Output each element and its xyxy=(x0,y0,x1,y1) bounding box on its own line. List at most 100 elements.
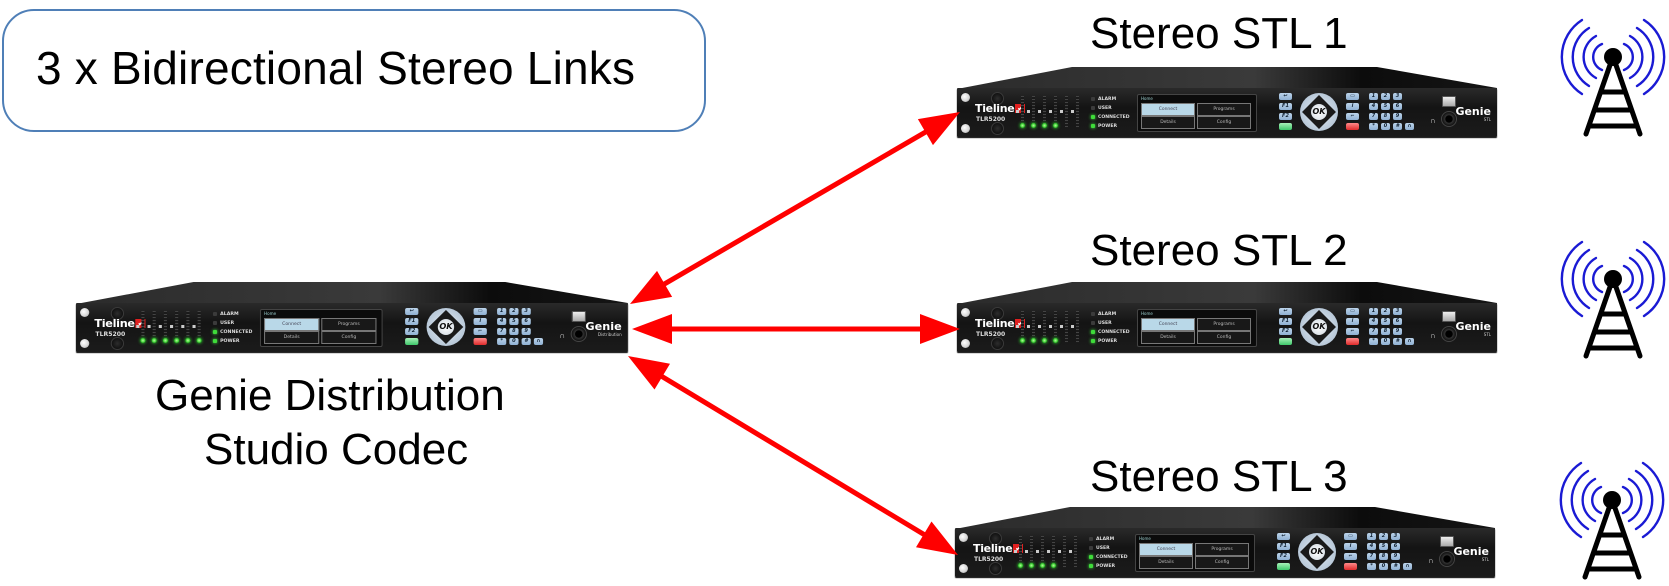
keypad-key-2[interactable]: 2 xyxy=(1379,533,1388,540)
keypad-key-8[interactable]: 8 xyxy=(1379,553,1388,560)
keypad-key-9[interactable]: 9 xyxy=(1393,113,1402,120)
call-key[interactable] xyxy=(1277,563,1290,570)
keypad-key-2[interactable]: 2 xyxy=(1381,93,1390,100)
keypad-key-5[interactable]: 5 xyxy=(509,318,519,325)
function-key-f1[interactable]: F1 xyxy=(1277,543,1290,550)
keypad-key-8[interactable]: 8 xyxy=(509,328,519,335)
keypad-key-0[interactable]: 0 xyxy=(509,338,519,345)
hangup-key[interactable] xyxy=(473,338,487,345)
call-key[interactable] xyxy=(1279,338,1292,345)
keypad-key-0[interactable]: 0 xyxy=(1381,338,1390,345)
knob[interactable] xyxy=(110,337,125,350)
info-key[interactable]: i xyxy=(473,318,487,325)
screen-button-details[interactable]: Details xyxy=(1139,556,1193,569)
info-key[interactable]: i xyxy=(1346,318,1359,325)
keypad-key-star[interactable]: * xyxy=(1369,338,1378,345)
knob[interactable] xyxy=(989,532,1002,545)
knob[interactable] xyxy=(991,337,1004,350)
info-key[interactable]: i xyxy=(1346,103,1359,110)
screen-button-connect[interactable]: Connect xyxy=(1139,543,1193,556)
knob[interactable] xyxy=(991,92,1004,105)
navigation-dpad[interactable]: OK xyxy=(426,308,466,346)
keypad-key-1[interactable]: 1 xyxy=(1367,533,1376,540)
keypad-key-7[interactable]: 7 xyxy=(1369,328,1378,335)
tools-key[interactable]: ⌐ xyxy=(1346,113,1359,120)
camera-key[interactable]: ▭ xyxy=(1346,93,1359,100)
camera-key[interactable]: ▭ xyxy=(1344,533,1357,540)
keypad-key-8[interactable]: 8 xyxy=(1381,113,1390,120)
keypad-key-9[interactable]: 9 xyxy=(521,328,531,335)
headphone-key[interactable]: ∩ xyxy=(1405,338,1414,345)
hangup-key[interactable] xyxy=(1344,563,1357,570)
function-key-f2[interactable]: F2 xyxy=(1277,553,1290,560)
ok-button[interactable]: OK xyxy=(437,319,455,335)
navigation-dpad[interactable]: OK xyxy=(1300,93,1338,131)
keypad-key-7[interactable]: 7 xyxy=(497,328,507,335)
keypad-key-1[interactable]: 1 xyxy=(497,308,507,315)
keypad-key-6[interactable]: 6 xyxy=(1393,318,1402,325)
keypad-key-hash[interactable]: # xyxy=(521,338,531,345)
hangup-key[interactable] xyxy=(1346,123,1359,130)
tools-key[interactable]: ⌐ xyxy=(473,328,487,335)
headphone-key[interactable]: ∩ xyxy=(1403,563,1412,570)
function-key-f2[interactable]: F2 xyxy=(1279,113,1292,120)
ok-button[interactable]: OK xyxy=(1311,104,1327,120)
keypad-key-4[interactable]: 4 xyxy=(1369,103,1378,110)
knob[interactable] xyxy=(991,307,1004,320)
headphone-key[interactable]: ∩ xyxy=(1405,123,1414,130)
keypad-key-5[interactable]: 5 xyxy=(1381,318,1390,325)
keypad-key-3[interactable]: 3 xyxy=(1391,533,1400,540)
function-key-f2[interactable]: F2 xyxy=(405,328,419,335)
keypad-key-9[interactable]: 9 xyxy=(1391,553,1400,560)
keypad-key-2[interactable]: 2 xyxy=(509,308,519,315)
info-key[interactable]: i xyxy=(1344,543,1357,550)
function-key-f1[interactable]: F1 xyxy=(1279,103,1292,110)
keypad-key-0[interactable]: 0 xyxy=(1379,563,1388,570)
hangup-key[interactable] xyxy=(1346,338,1359,345)
function-key-f2[interactable]: F2 xyxy=(1279,328,1292,335)
keypad-key-2[interactable]: 2 xyxy=(1381,308,1390,315)
screen-button-config[interactable]: Config xyxy=(1197,116,1251,129)
screen-button-config[interactable]: Config xyxy=(1195,556,1249,569)
keypad-key-hash[interactable]: # xyxy=(1393,123,1402,130)
screen-button-connect[interactable]: Connect xyxy=(264,318,320,331)
keypad-key-star[interactable]: * xyxy=(1369,123,1378,130)
screen-button-connect[interactable]: Connect xyxy=(1141,103,1195,116)
screen-button-config[interactable]: Config xyxy=(321,331,377,344)
keypad-key-9[interactable]: 9 xyxy=(1393,328,1402,335)
keypad-key-hash[interactable]: # xyxy=(1391,563,1400,570)
keypad-key-6[interactable]: 6 xyxy=(1393,103,1402,110)
screen-button-programs[interactable]: Programs xyxy=(1197,103,1251,116)
ok-button[interactable]: OK xyxy=(1309,544,1325,560)
screen-button-programs[interactable]: Programs xyxy=(1195,543,1249,556)
keypad-key-star[interactable]: * xyxy=(497,338,507,345)
camera-key[interactable]: ▭ xyxy=(1346,308,1359,315)
headphone-key[interactable]: ∩ xyxy=(533,338,544,345)
function-key-f1[interactable]: F1 xyxy=(1279,318,1292,325)
keypad-key-1[interactable]: 1 xyxy=(1369,93,1378,100)
back-key[interactable]: ↩ xyxy=(1277,533,1290,540)
knob[interactable] xyxy=(991,122,1004,135)
back-key[interactable]: ↩ xyxy=(1279,308,1292,315)
keypad-key-8[interactable]: 8 xyxy=(1381,328,1390,335)
screen-button-programs[interactable]: Programs xyxy=(1197,318,1251,331)
keypad-key-4[interactable]: 4 xyxy=(1369,318,1378,325)
keypad-key-3[interactable]: 3 xyxy=(521,308,531,315)
keypad-key-4[interactable]: 4 xyxy=(1367,543,1376,550)
keypad-key-1[interactable]: 1 xyxy=(1369,308,1378,315)
keypad-key-7[interactable]: 7 xyxy=(1369,113,1378,120)
keypad-key-7[interactable]: 7 xyxy=(1367,553,1376,560)
knob[interactable] xyxy=(110,307,125,320)
keypad-key-6[interactable]: 6 xyxy=(1391,543,1400,550)
keypad-key-hash[interactable]: # xyxy=(1393,338,1402,345)
keypad-key-3[interactable]: 3 xyxy=(1393,308,1402,315)
keypad-key-5[interactable]: 5 xyxy=(1379,543,1388,550)
keypad-key-5[interactable]: 5 xyxy=(1381,103,1390,110)
back-key[interactable]: ↩ xyxy=(405,308,419,315)
function-key-f1[interactable]: F1 xyxy=(405,318,419,325)
back-key[interactable]: ↩ xyxy=(1279,93,1292,100)
keypad-key-6[interactable]: 6 xyxy=(521,318,531,325)
screen-button-details[interactable]: Details xyxy=(264,331,320,344)
screen-button-details[interactable]: Details xyxy=(1141,331,1195,344)
knob[interactable] xyxy=(989,562,1002,575)
